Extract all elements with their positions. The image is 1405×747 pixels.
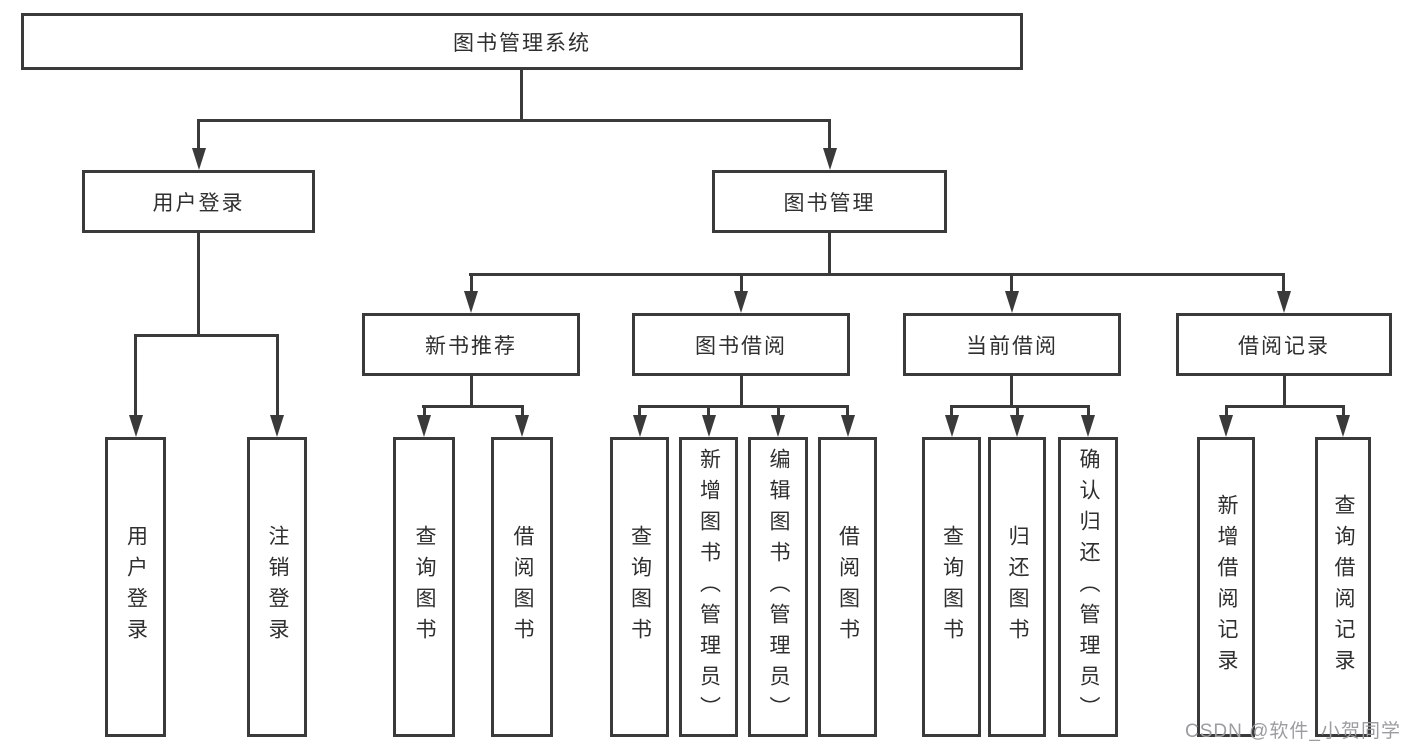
leaf-add-borrowing-record: 新增借阅记录 (1197, 437, 1255, 737)
connector-line (134, 334, 279, 337)
node-library-management-system: 图书管理系统 (21, 13, 1023, 70)
connector-line (1282, 273, 1285, 293)
node-label: 查询图书 (940, 525, 964, 649)
node-label: 借阅图书 (511, 525, 534, 649)
node-label: 用户登录 (152, 191, 245, 215)
connector-line (197, 119, 200, 151)
node-label: 注销登录 (266, 525, 289, 649)
connector-line (707, 405, 710, 417)
connector-line (638, 405, 641, 417)
leaf-query-books: 查询图书 (922, 437, 981, 737)
node-label: 查询图书 (413, 525, 436, 649)
arrow-down-icon (417, 415, 431, 437)
arrow-down-icon (192, 148, 206, 170)
leaf-logout: 注销登录 (247, 437, 307, 737)
connector-line (1010, 273, 1013, 293)
connector-line (423, 405, 426, 417)
arrow-down-icon (633, 415, 647, 437)
connector-line (846, 405, 849, 417)
connector-line (276, 334, 279, 418)
node-label: 图书管理系统 (453, 31, 591, 55)
leaf-query-books: 查询图书 (393, 437, 455, 737)
arrow-down-icon (515, 415, 529, 437)
node-label: 编辑图书（管理员） (767, 447, 790, 727)
leaf-user-login: 用户登录 (105, 437, 166, 737)
connector-line (950, 405, 953, 417)
connector-line (1225, 405, 1344, 408)
connector-line (521, 405, 524, 417)
connector-line (1016, 405, 1019, 417)
node-borrowing-records: 借阅记录 (1176, 313, 1392, 376)
arrow-down-icon (841, 415, 855, 437)
node-label: 借阅记录 (1238, 334, 1330, 358)
leaf-borrow-books: 借阅图书 (491, 437, 553, 737)
node-label: 确认归还（管理员） (1077, 447, 1100, 727)
connector-line (828, 119, 831, 151)
leaf-confirm-return-admin: 确认归还（管理员） (1058, 437, 1118, 737)
node-label: 查询借阅记录 (1332, 494, 1355, 680)
connector-line (740, 273, 743, 293)
leaf-borrow-books: 借阅图书 (818, 437, 877, 737)
arrow-down-icon (1081, 415, 1095, 437)
arrow-down-icon (1336, 415, 1350, 437)
connector-line (638, 405, 848, 408)
arrow-down-icon (734, 291, 748, 313)
node-label: 图书借阅 (695, 334, 787, 358)
leaf-return-books: 归还图书 (988, 437, 1046, 737)
arrow-down-icon (771, 415, 785, 437)
connector-line (197, 119, 831, 122)
arrow-down-icon (1219, 415, 1233, 437)
node-label: 查询图书 (628, 525, 652, 649)
node-label: 当前借阅 (966, 334, 1058, 358)
arrow-down-icon (1010, 415, 1024, 437)
arrow-down-icon (1005, 291, 1019, 313)
connector-line (469, 273, 1285, 276)
connector-line (134, 334, 137, 418)
arrow-down-icon (1277, 291, 1291, 313)
arrow-down-icon (129, 415, 143, 437)
arrow-down-icon (945, 415, 959, 437)
node-label: 归还图书 (1006, 525, 1029, 649)
connector-line (470, 273, 473, 293)
connector-line (950, 405, 1089, 408)
node-new-book-recommendation: 新书推荐 (362, 313, 580, 376)
leaf-add-books-admin: 新增图书（管理员） (679, 437, 738, 737)
connector-line (197, 233, 200, 337)
arrow-down-icon (823, 148, 837, 170)
connector-line (1225, 405, 1228, 417)
arrow-down-icon (464, 291, 478, 313)
arrow-down-icon (702, 415, 716, 437)
connector-line (828, 233, 831, 276)
connector-line (1010, 376, 1013, 408)
node-label: 图书管理 (783, 191, 876, 215)
node-label: 新增图书（管理员） (697, 447, 721, 727)
node-book-management: 图书管理 (712, 170, 947, 233)
node-label: 借阅图书 (836, 525, 860, 649)
node-label: 新增借阅记录 (1215, 494, 1238, 680)
connector-line (777, 405, 780, 417)
watermark-text: CSDN @软件_小贺同学 (1185, 721, 1401, 742)
connector-line (422, 405, 523, 408)
node-book-borrowing: 图书借阅 (632, 313, 850, 376)
leaf-edit-books-admin: 编辑图书（管理员） (748, 437, 808, 737)
connector-line (1087, 405, 1090, 417)
leaf-query-books: 查询图书 (610, 437, 669, 737)
arrow-down-icon (270, 415, 284, 437)
connector-line (1283, 376, 1286, 408)
connector-line (1342, 405, 1345, 417)
leaf-query-borrowing-record: 查询借阅记录 (1315, 437, 1371, 737)
connector-line (520, 70, 523, 121)
node-label: 新书推荐 (425, 334, 517, 358)
connector-line (470, 376, 473, 408)
node-user-login: 用户登录 (82, 170, 315, 233)
node-label: 用户登录 (124, 525, 148, 649)
node-current-borrowing: 当前借阅 (903, 313, 1121, 376)
connector-line (740, 376, 743, 408)
